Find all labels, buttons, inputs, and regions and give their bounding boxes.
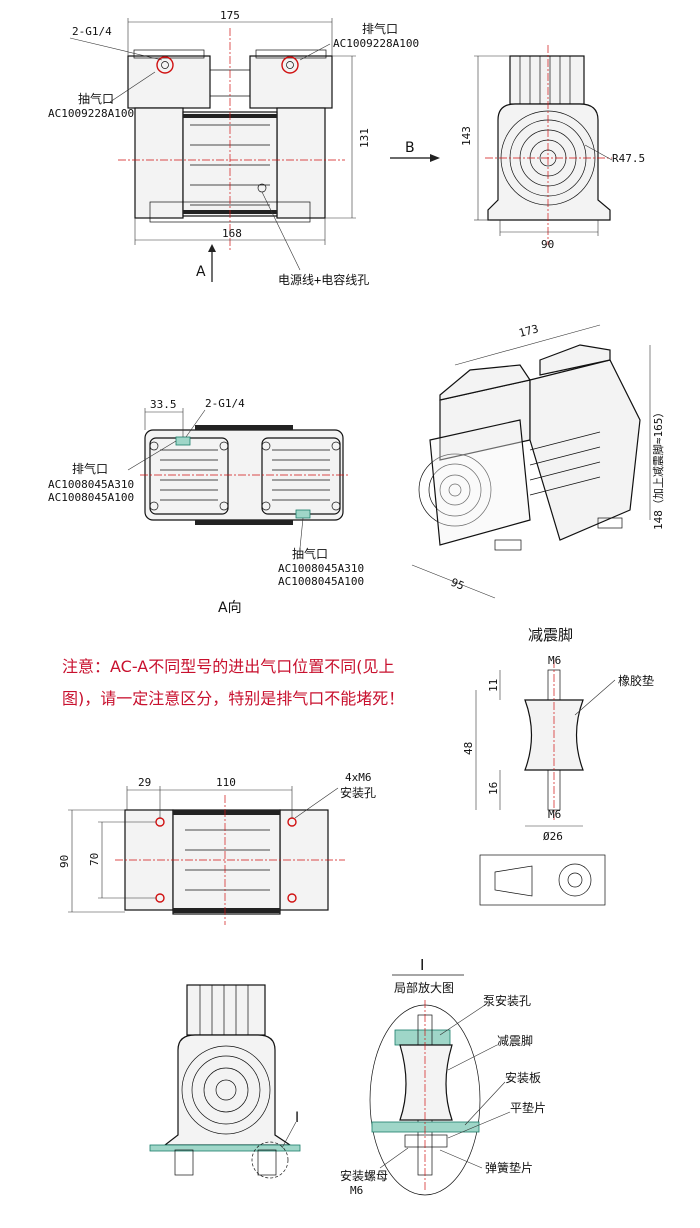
side-view: 143 90 R47.5 <box>460 45 645 251</box>
dim-131: 131 <box>358 128 371 148</box>
top-view: 175 168 131 2-G1/4 排气口 AC1009228A100 抽气口… <box>48 9 440 287</box>
dim-90-mount: 90 <box>58 855 71 868</box>
a-view: 33.5 2-G1/4 排气口 AC1008045A310 AC1008045A… <box>48 397 364 616</box>
port-size-label: 2-G1/4 <box>72 25 112 38</box>
right-port-icon <box>281 56 299 74</box>
front-fan-icon <box>181 1045 271 1135</box>
front-mounted-view: I <box>149 984 301 1179</box>
washer-label: 平垫片 <box>510 1100 546 1115</box>
note-line-1: 注意：AC-A不同型号的进出气口位置不同(见上 <box>62 657 394 676</box>
foot-title: 减震脚 <box>528 626 573 644</box>
a-suction-code1: AC1008045A310 <box>278 562 364 575</box>
pump-hole-label: 泵安装孔 <box>483 993 531 1008</box>
dim-148: 148（加上减震脚≈165） <box>651 407 665 530</box>
right-head <box>249 55 333 109</box>
dim-173: 173 <box>517 322 540 340</box>
left-head <box>127 55 211 109</box>
dia-26: Ø26 <box>543 830 563 843</box>
dim-11: 11 <box>487 679 500 692</box>
dim-29: 29 <box>138 776 151 789</box>
exhaust-label: 排气口 <box>362 21 398 36</box>
damper-foot: 减震脚 M6 M6 橡胶垫 11 48 16 Ø26 <box>462 626 654 906</box>
dim-110: 110 <box>216 776 236 789</box>
a-exhaust-code2: AC1008045A100 <box>48 491 134 504</box>
spring-washer-label: 弹簧垫片 <box>485 1160 533 1175</box>
left-port-icon <box>156 56 174 74</box>
foot-top-icon <box>558 863 592 897</box>
dim-168: 168 <box>222 227 242 240</box>
iso-fan-icon <box>418 453 492 527</box>
a-exhaust-label: 排气口 <box>72 461 108 476</box>
detail-title: 局部放大图 <box>394 980 454 995</box>
nut-size: M6 <box>350 1184 363 1197</box>
a-port-size: 2-G1/4 <box>205 397 245 410</box>
a-exhaust-code1: AC1008045A310 <box>48 478 134 491</box>
arrow-b-label: B <box>405 140 415 156</box>
suction-code: AC1009228A100 <box>48 107 134 120</box>
detail-marker-top: I <box>420 956 424 974</box>
foot-thread-top: M6 <box>548 654 561 667</box>
foot-side-icon <box>494 865 533 897</box>
damper-label: 减震脚 <box>497 1033 533 1048</box>
mounting-view: 29 110 90 70 4xM6 安装孔 <box>58 771 376 925</box>
dim-16: 16 <box>487 782 500 795</box>
rubber-pad-label: 橡胶垫 <box>618 673 654 688</box>
dim-175: 175 <box>220 9 240 22</box>
warning-note: 注意：AC-A不同型号的进出气口位置不同(见上 图)，请一定注意区分，特别是排气… <box>62 657 404 708</box>
a-suction-label: 抽气口 <box>292 546 328 561</box>
dim-48: 48 <box>462 742 475 755</box>
detail-marker: I <box>295 1110 299 1126</box>
plate-label: 安装板 <box>505 1070 541 1085</box>
exhaust-code: AC1009228A100 <box>333 37 419 50</box>
dim-90-side: 90 <box>541 238 554 251</box>
arrow-a-label: A <box>196 264 206 280</box>
detail-view: I 局部放大图 泵安装孔 减震脚 安装板 平垫片 弹簧垫片 安装螺母 M6 <box>340 956 546 1197</box>
radius-label: R47.5 <box>612 152 645 165</box>
dim-70: 70 <box>88 853 101 866</box>
holes-label: 安装孔 <box>340 785 376 800</box>
a-view-caption: A向 <box>218 600 242 616</box>
dim-95: 95 <box>449 576 466 593</box>
dim-143: 143 <box>460 126 473 146</box>
dim-33-5: 33.5 <box>150 398 177 411</box>
holes-size: 4xM6 <box>345 771 372 784</box>
foot-thread-bottom: M6 <box>548 808 561 821</box>
iso-view: 173 148（加上减震脚≈165） 95 <box>411 322 665 599</box>
nut-label: 安装螺母 <box>340 1168 388 1183</box>
suction-label: 抽气口 <box>78 91 114 106</box>
note-line-2: 图)，请一定注意区分，特别是排气口不能堵死！ <box>62 689 404 708</box>
a-suction-code2: AC1008045A100 <box>278 575 364 588</box>
power-cable-label: 电源线+电容线孔 <box>278 272 369 287</box>
